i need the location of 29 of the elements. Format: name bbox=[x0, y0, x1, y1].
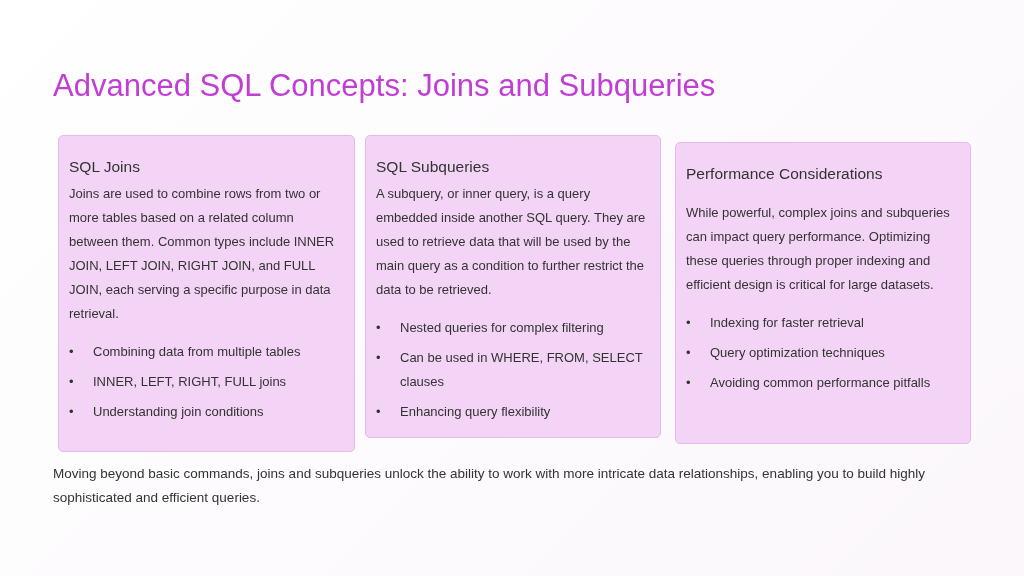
info-card bbox=[675, 142, 971, 444]
bullet-text: Understanding join conditions bbox=[93, 403, 264, 421]
bullet-text: Nested queries for complex filtering bbox=[400, 319, 604, 337]
bullet-marker: • bbox=[686, 344, 692, 362]
bullet-marker: • bbox=[376, 319, 382, 337]
bullet-marker: • bbox=[686, 374, 692, 392]
bullet-text: Combining data from multiple tables bbox=[93, 343, 301, 361]
bullet-text: Indexing for faster retrieval bbox=[710, 314, 864, 332]
card-text: A subquery, or inner query, is a query embedded inside another SQL query. They are used to retrieve data that will be used by the main query as a condition to further restrict the data to be retrieved. bbox=[376, 185, 647, 299]
card-heading: SQL Subqueries bbox=[376, 158, 491, 176]
card-heading: Performance Considerations bbox=[686, 165, 884, 183]
bullet-marker: • bbox=[686, 314, 692, 332]
bullet-marker: • bbox=[69, 373, 75, 391]
bullet-text: Enhancing query flexibility bbox=[400, 403, 551, 421]
caption-text: Moving beyond basic commands, joins and subqueries unlock the ability to work with more intricate data relationships, enabling you to build highly sophisticated and efficient queries. bbox=[53, 465, 926, 507]
info-card bbox=[365, 135, 661, 438]
bullet-text: Can be used in WHERE, FROM, SELECT clauses bbox=[400, 349, 644, 391]
info-card bbox=[58, 135, 355, 452]
bullet-marker: • bbox=[69, 403, 75, 421]
bullet-text: Avoiding common performance pitfalls bbox=[710, 374, 931, 392]
card-text: While powerful, complex joins and subqueries can impact query performance. Optimizing these queries through proper indexing and efficient design is critical for large datasets. bbox=[686, 204, 951, 294]
bullet-text: Query optimization techniques bbox=[710, 344, 885, 362]
card-text: Joins are used to combine rows from two or more tables based on a related column between them. Common types include INNER JOIN, LEFT JOIN, RIGHT JOIN, and FULL JOIN, each serving a specific purpose in data retrieval. bbox=[69, 185, 336, 323]
bullet-marker: • bbox=[69, 343, 75, 361]
bullet-marker: • bbox=[376, 349, 382, 367]
card-heading: SQL Joins bbox=[69, 158, 141, 176]
bullet-marker: • bbox=[376, 403, 382, 421]
slide-title: Advanced SQL Concepts: Joins and Subqueries bbox=[53, 68, 716, 104]
bullet-text: INNER, LEFT, RIGHT, FULL joins bbox=[93, 373, 287, 391]
